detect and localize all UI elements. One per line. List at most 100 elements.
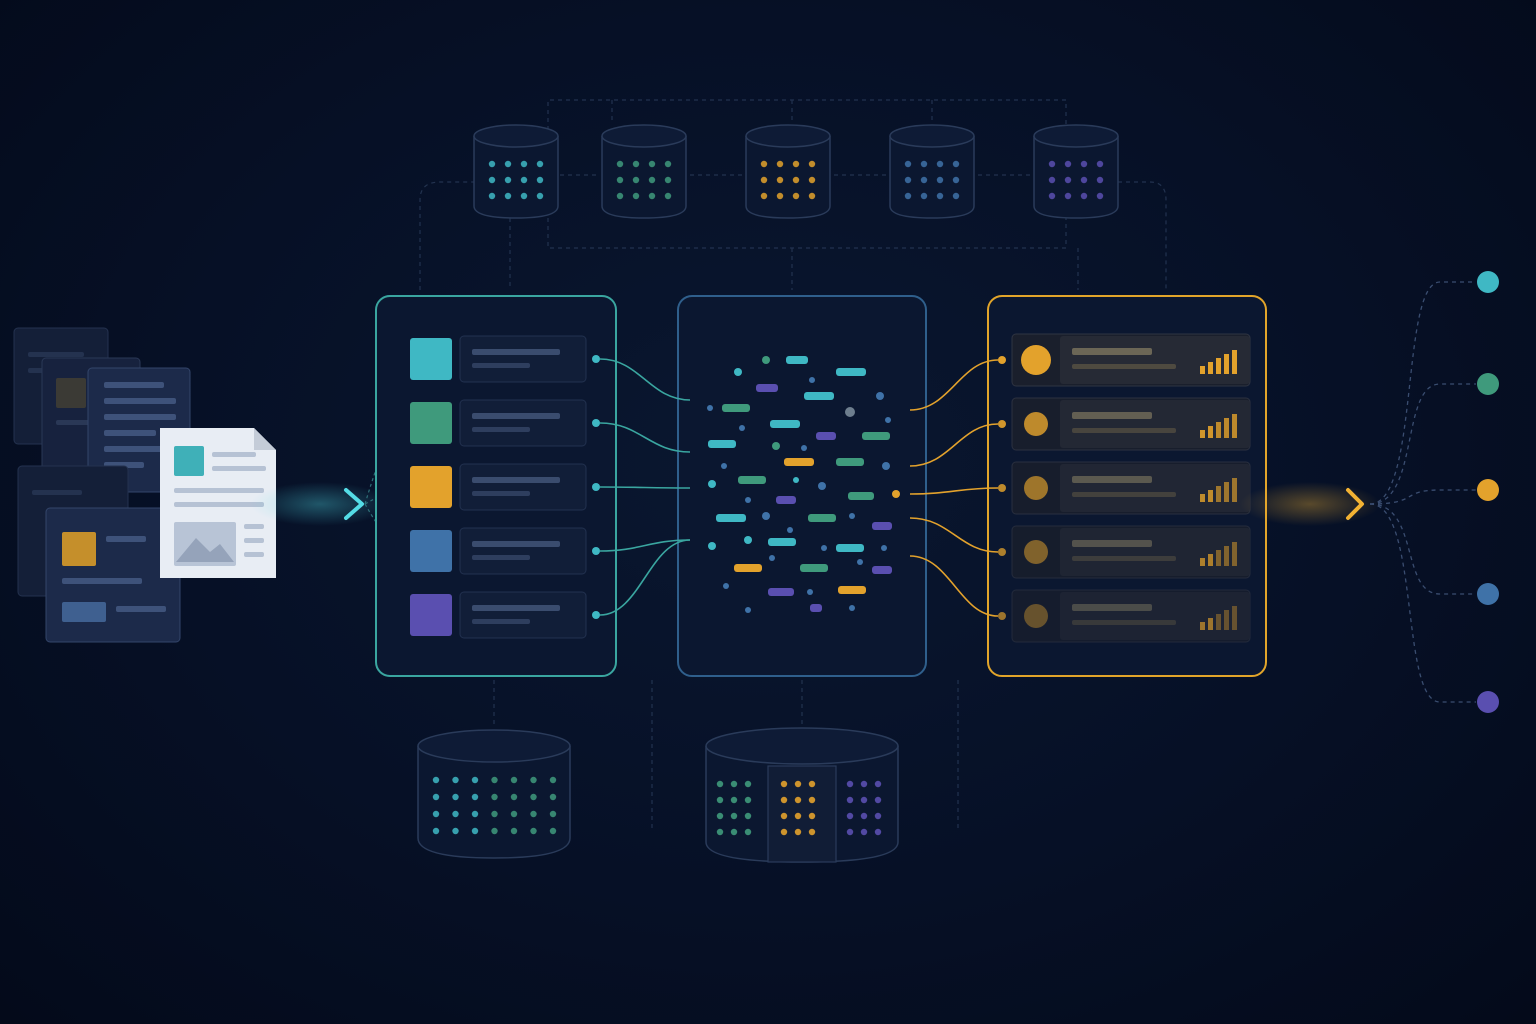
- signal-bar: [1216, 422, 1221, 438]
- circle-node-icon: [1477, 373, 1499, 395]
- database-dot: [1064, 160, 1072, 168]
- database-dot: [776, 192, 784, 200]
- ranked-line: [1072, 476, 1152, 483]
- ranked-port: [998, 612, 1006, 620]
- database-dot: [1048, 160, 1056, 168]
- store-dot: [874, 812, 882, 820]
- signal-bars-icon: [1200, 414, 1237, 438]
- store-dot: [432, 793, 440, 801]
- database-dot: [520, 176, 528, 184]
- database-body: [473, 136, 559, 219]
- database-dot: [1096, 192, 1104, 200]
- connector-line: [909, 517, 999, 553]
- database-dot: [808, 160, 816, 168]
- ranked-content: [1060, 464, 1250, 512]
- feature-swatch: [410, 338, 452, 380]
- database-top: [601, 124, 687, 148]
- fanout-line: [1369, 489, 1476, 505]
- database-body: [1033, 136, 1119, 219]
- signal-bars-icon: [1200, 478, 1237, 502]
- connector-line: [599, 358, 691, 401]
- database-body: [745, 136, 831, 219]
- fanout-line: [1369, 503, 1476, 703]
- database-dot: [1048, 176, 1056, 184]
- database-dot: [520, 160, 528, 168]
- feature-panel: [375, 295, 617, 677]
- database-dot: [904, 160, 912, 168]
- ranked-line: [1072, 428, 1176, 433]
- database-dot: [632, 192, 640, 200]
- database-dot: [664, 176, 672, 184]
- store-dot: [808, 828, 816, 836]
- embedding-cloud: [707, 356, 900, 613]
- store-dot: [874, 828, 882, 836]
- signal-bar: [1232, 478, 1237, 502]
- feature-row: [410, 591, 600, 639]
- feature-swatch: [410, 466, 452, 508]
- database-dot: [1080, 176, 1088, 184]
- ranked-line: [1072, 540, 1152, 547]
- database-dot: [936, 160, 944, 168]
- ranked-line: [1072, 556, 1176, 561]
- signal-bar: [1224, 418, 1229, 438]
- database-dot: [488, 176, 496, 184]
- store-dot: [716, 780, 724, 788]
- ranked-line: [1072, 492, 1176, 497]
- signal-bar: [1200, 622, 1205, 630]
- store-dot: [794, 812, 802, 820]
- signal-bar: [1216, 358, 1221, 374]
- store-dot: [491, 827, 498, 835]
- ranked-line: [1072, 348, 1152, 355]
- feature-line: [472, 349, 560, 355]
- feature-swatch: [410, 402, 452, 444]
- store-dot: [530, 810, 537, 818]
- database-dot: [520, 192, 528, 200]
- database-dot: [504, 176, 512, 184]
- database-dot: [792, 176, 800, 184]
- ranked-row: [998, 333, 1251, 387]
- store-dot: [874, 796, 882, 804]
- output-node: [1477, 583, 1499, 605]
- store-dot: [860, 812, 868, 820]
- signal-bar: [1216, 486, 1221, 502]
- database-dot: [920, 192, 928, 200]
- circle-node-icon: [1477, 691, 1499, 713]
- output-node: [1477, 691, 1499, 713]
- feature-line: [472, 605, 560, 611]
- database-dot: [1080, 192, 1088, 200]
- connector-line: [599, 539, 691, 616]
- signal-bar: [1208, 362, 1213, 374]
- store-dot: [716, 796, 724, 804]
- database-top: [745, 124, 831, 148]
- ranked-rows: [998, 333, 1251, 643]
- ranked-content: [1060, 528, 1250, 576]
- rank-indicator: [1024, 604, 1048, 628]
- database-dot: [648, 176, 656, 184]
- top-databases: [473, 124, 1119, 219]
- store-dot: [846, 828, 854, 836]
- store-dot: [794, 796, 802, 804]
- store-dot: [471, 827, 479, 835]
- database-top: [889, 124, 975, 148]
- feature-line: [472, 541, 560, 547]
- store-dot: [808, 796, 816, 804]
- store-dot: [744, 812, 752, 820]
- feature-card: [459, 399, 587, 447]
- ranked-row: [998, 525, 1251, 579]
- ranked-content: [1060, 400, 1250, 448]
- connector-line: [909, 555, 999, 617]
- ranked-row: [998, 589, 1251, 643]
- database-top: [1033, 124, 1119, 148]
- store-dot: [794, 780, 802, 788]
- ranked-line: [1072, 412, 1152, 419]
- store-dot: [780, 828, 788, 836]
- circle-node-icon: [1477, 271, 1499, 293]
- signal-bar: [1232, 350, 1237, 374]
- ranked-port: [998, 548, 1006, 556]
- store-dot: [846, 780, 854, 788]
- rank-indicator: [1021, 345, 1051, 375]
- ranked-port: [998, 484, 1006, 492]
- database-dot: [808, 192, 816, 200]
- store-dot: [780, 780, 788, 788]
- feature-line: [472, 555, 530, 560]
